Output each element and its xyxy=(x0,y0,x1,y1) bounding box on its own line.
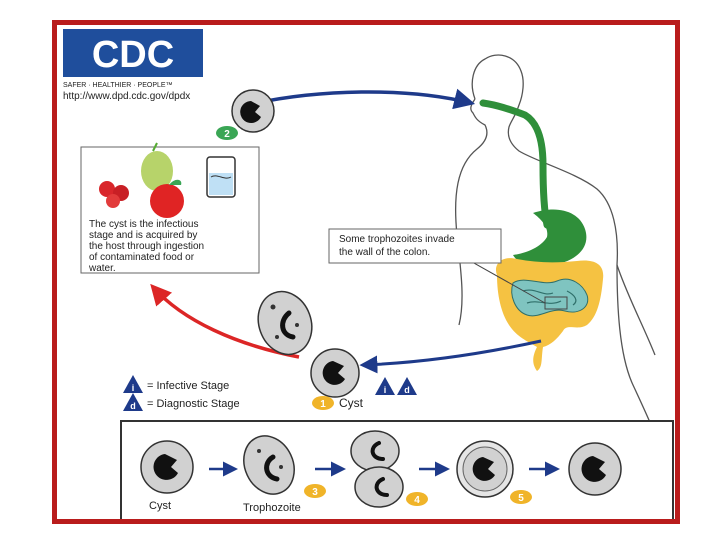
seq-precyst xyxy=(456,440,514,498)
invade-line-1: Some trophozoites invade xyxy=(339,234,455,245)
lifecycle-diagram: CDC SAFER · HEALTHIER · PEOPLE™ http://w… xyxy=(63,29,674,519)
infection-box: The cyst is the infectious stage and is … xyxy=(80,142,260,274)
invade-line-2: the wall of the colon. xyxy=(339,247,430,258)
strawberry-icon xyxy=(99,181,115,197)
svg-text:d: d xyxy=(130,401,136,411)
logo-text: CDC xyxy=(92,34,174,76)
svg-text:2: 2 xyxy=(224,129,230,140)
infection-line-3: the host through ingestion xyxy=(89,241,204,252)
step-3-badge: 3 xyxy=(304,484,326,498)
svg-text:4: 4 xyxy=(414,495,420,506)
apple-icon xyxy=(150,184,184,218)
diagram-frame: CDC SAFER · HEALTHIER · PEOPLE™ http://w… xyxy=(52,20,680,524)
legend-infective: = Infective Stage xyxy=(147,380,229,392)
legend: i = Infective Stage d = Diagnostic Stage xyxy=(123,375,240,411)
colon-marker xyxy=(544,296,568,310)
infection-line-5: water. xyxy=(88,263,116,274)
seq-trophozoite-label: Trophozoite xyxy=(243,502,301,514)
infection-line-1: The cyst is the infectious xyxy=(89,219,199,230)
stage-badges: i d xyxy=(375,377,417,395)
source-url: http://www.dpd.cdc.gov/dpdx xyxy=(63,91,190,102)
legend-diagnostic: = Diagnostic Stage xyxy=(147,398,240,410)
logo-tagline: SAFER · HEALTHIER · PEOPLE™ xyxy=(63,82,173,89)
water-glass-icon xyxy=(206,156,236,198)
excretion-arrow xyxy=(359,339,542,374)
ingestion-arrow xyxy=(246,88,476,110)
cdc-logo: CDC SAFER · HEALTHIER · PEOPLE™ xyxy=(63,29,203,89)
step-4-badge: 4 xyxy=(406,492,428,506)
step-2-badge: 2 xyxy=(216,126,238,140)
seq-dividing-trophozoite xyxy=(350,430,404,508)
step-5-badge: 5 xyxy=(510,490,532,504)
digestive-tract xyxy=(479,99,604,371)
svg-text:3: 3 xyxy=(312,487,318,498)
cyst-label: Cyst xyxy=(339,396,364,410)
infection-line-4: of contaminated food or xyxy=(89,252,195,263)
svg-text:d: d xyxy=(404,385,410,395)
seq-cyst xyxy=(140,440,194,494)
pear-icon xyxy=(141,151,173,191)
seq-trophozoite xyxy=(243,435,295,495)
svg-text:i: i xyxy=(384,385,387,395)
cyst-top xyxy=(231,89,275,133)
infection-line-2: stage and is acquired by xyxy=(89,230,197,241)
seq-mature-cyst xyxy=(568,442,622,496)
step-1-badge: 1 xyxy=(312,396,334,410)
svg-text:1: 1 xyxy=(320,399,326,410)
seq-cyst-label: Cyst xyxy=(149,500,171,512)
svg-text:5: 5 xyxy=(518,493,524,504)
cyst-stage-1 xyxy=(310,348,360,398)
bottom-sequence: Cyst Trophozoite 3 4 xyxy=(120,420,674,519)
svg-text:i: i xyxy=(132,383,135,393)
trophozoite-mid xyxy=(257,290,313,356)
invade-box: Some trophozoites invade the wall of the… xyxy=(328,228,502,264)
